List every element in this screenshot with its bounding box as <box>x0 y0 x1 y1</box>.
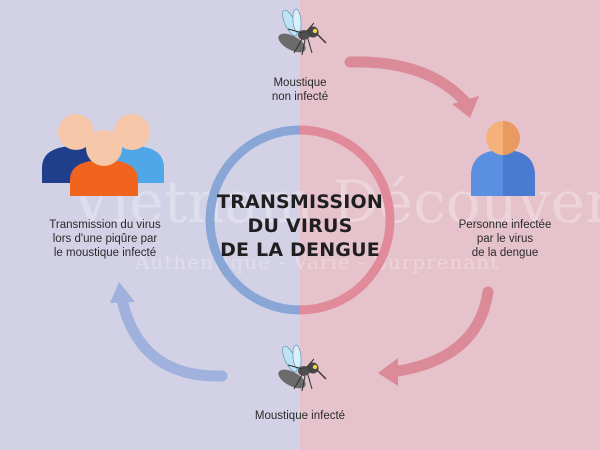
label-line: Personne infectée <box>458 219 552 231</box>
title-line-2: DU VIRUS <box>247 215 353 237</box>
label-line: Transmission du virus <box>49 219 161 231</box>
label-line: lors d'une piqûre par <box>52 233 158 245</box>
label-line: le moustique infecté <box>53 247 157 259</box>
label-uninfected-mosquito: Moustique non infecté <box>230 76 370 104</box>
title-line-1: TRANSMISSION <box>217 191 383 213</box>
label-line: Moustique infecté <box>254 410 346 422</box>
people-group-icon <box>42 114 164 196</box>
label-line: Moustique <box>273 77 327 89</box>
arrow-right-to-bottom <box>378 286 494 386</box>
label-infected-person: Personne infectée par le virus de la den… <box>435 218 575 260</box>
arrow-top-to-right <box>344 56 479 118</box>
label-transmission-bite: Transmission du virus lors d'une piqûre … <box>25 218 185 260</box>
label-line: de la dengue <box>471 247 539 259</box>
label-infected-mosquito: Moustique infecté <box>220 409 380 423</box>
arrow-bottom-to-left <box>110 282 228 382</box>
right-background <box>300 0 600 450</box>
mosquito-top-icon <box>278 8 327 56</box>
mosquito-bottom-icon <box>278 344 327 392</box>
label-line: par le virus <box>476 233 534 245</box>
watermark-tagline: Authentique - Varié - Surprenant <box>135 250 500 274</box>
label-line: non infecté <box>271 91 329 103</box>
infected-person-icon <box>471 121 535 196</box>
title-line-3: DE LA DENGUE <box>220 239 380 261</box>
left-background <box>0 0 300 450</box>
central-circle <box>205 125 395 315</box>
diagram-title: TRANSMISSION DU VIRUS DE LA DENGUE <box>200 190 400 262</box>
